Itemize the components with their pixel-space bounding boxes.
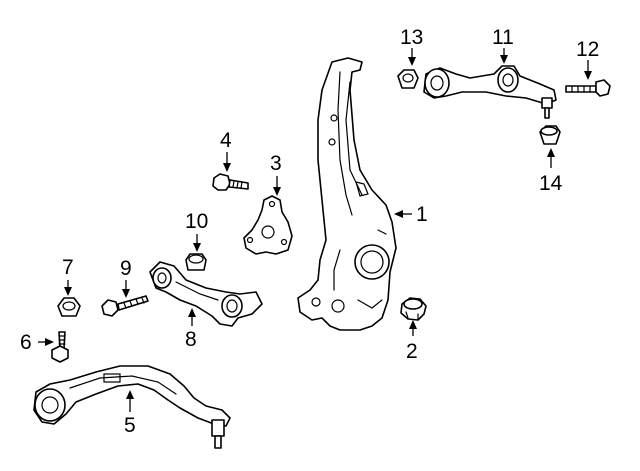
- arrow-6: [45, 338, 54, 346]
- callout-5: 5: [124, 414, 136, 437]
- part-1-steering-knuckle: [297, 57, 397, 331]
- part-2-nut: [400, 297, 427, 321]
- arrow-12: [584, 71, 592, 80]
- part-5-lower-control-arm: [33, 365, 231, 449]
- part-8-link-arm: [149, 261, 263, 327]
- callout-8: 8: [185, 328, 197, 351]
- arrow-9: [122, 289, 130, 298]
- callout-numbers: 1 2 3 4 5 6 7 8 9 10 11 12 13 14: [20, 26, 599, 437]
- callout-4: 4: [220, 129, 232, 152]
- callout-9: 9: [120, 257, 132, 280]
- part-11-upper-control-arm: [423, 65, 557, 119]
- arrow-2: [409, 320, 417, 329]
- arrow-3: [273, 187, 281, 196]
- callout-2: 2: [406, 340, 418, 363]
- callout-6: 6: [20, 331, 32, 354]
- arrow-10: [193, 243, 201, 252]
- part-9-bolt: [101, 295, 149, 317]
- part-6-bolt: [51, 331, 69, 363]
- arrow-1: [394, 210, 403, 218]
- arrow-4: [223, 163, 231, 172]
- part-7-nut: [57, 297, 81, 317]
- callout-10: 10: [185, 210, 208, 233]
- callout-11: 11: [492, 26, 514, 49]
- arrow-11: [500, 55, 508, 64]
- part-10-nut: [185, 253, 207, 271]
- part-4-bolt: [212, 173, 249, 191]
- arrow-14: [547, 148, 555, 157]
- part-3-bracket: [243, 195, 293, 255]
- callout-12: 12: [576, 38, 599, 61]
- callout-1: 1: [416, 203, 428, 226]
- arrow-7: [64, 287, 72, 296]
- callout-3: 3: [270, 152, 282, 175]
- arrow-8: [188, 308, 196, 317]
- part-14-nut: [539, 125, 561, 145]
- callout-14: 14: [539, 172, 563, 195]
- arrow-13: [408, 57, 416, 66]
- part-13-nut: [397, 69, 419, 89]
- arrow-5: [126, 390, 134, 399]
- callout-7: 7: [62, 256, 74, 279]
- callout-13: 13: [400, 26, 423, 49]
- callout-leaders: [38, 48, 592, 412]
- part-12-bolt: [565, 79, 611, 97]
